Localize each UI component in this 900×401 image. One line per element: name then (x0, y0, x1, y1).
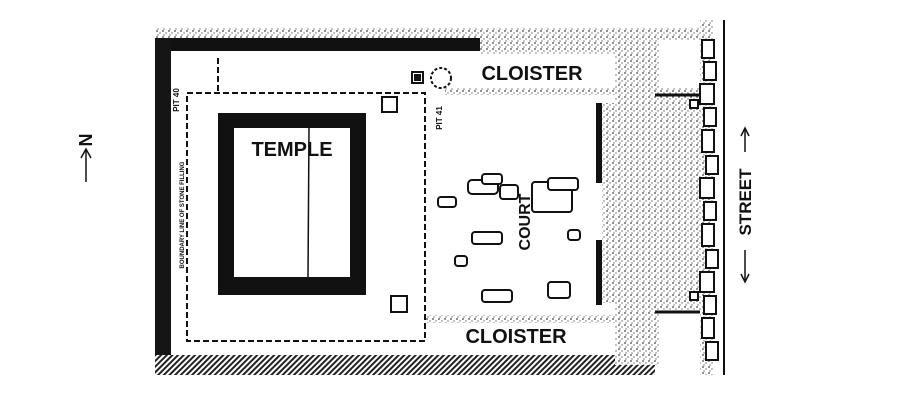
boundary-label: BOUNDARY LINE OF STONE FILLING (180, 161, 186, 268)
cloister-top-label: CLOISTER (481, 63, 583, 85)
enclosure-walls (155, 28, 700, 375)
boundary-line (186, 92, 426, 342)
temple-label: TEMPLE (251, 139, 332, 161)
court-rubble (437, 173, 581, 303)
column-bases (381, 67, 699, 313)
temple: TEMPLE (218, 113, 366, 295)
pit-40-label: PIT 40 (172, 88, 181, 112)
north-label: N (76, 134, 96, 147)
pit-41-label: PIT 41 (435, 106, 444, 130)
court-label: COURT (517, 193, 534, 250)
cloister-bottom-label: CLOISTER (465, 326, 567, 348)
north-arrow: N (76, 134, 96, 182)
street-marker: STREET (736, 126, 755, 284)
street-stones (699, 20, 725, 375)
street-label: STREET (736, 168, 755, 236)
